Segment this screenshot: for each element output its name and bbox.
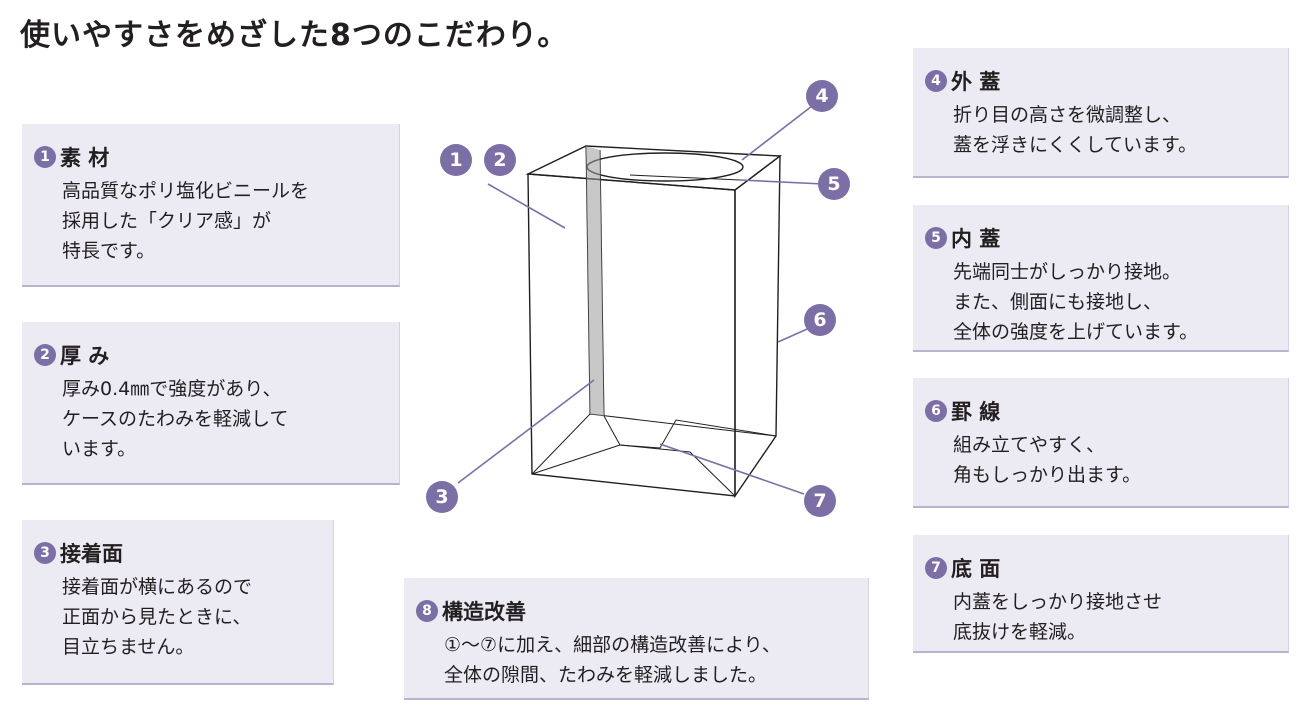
feature-description: 先端同士がしっかり接地。 また、側面にも接地し、 全体の強度を上げています。 xyxy=(953,261,1199,343)
side-face xyxy=(734,154,781,499)
case-outline xyxy=(525,145,782,499)
number-badge: 4 xyxy=(925,70,947,92)
feature-box-inner-lid: 5 内 蓋 先端同士がしっかり接地。 また、側面にも接地し、 全体の強度を上げて… xyxy=(913,205,1289,352)
front-face xyxy=(527,173,736,497)
feature-box-material: 1 素 材 高品質なポリ塩化ビニールを 採用した「クリア感」が 特長です。 xyxy=(22,124,400,287)
feature-heading: 厚 み xyxy=(60,344,110,368)
feature-description: 組み立てやすく、 角もしっかり出ます。 xyxy=(953,434,1142,486)
feature-heading: 底 面 xyxy=(951,557,1001,581)
feature-heading: 外 蓋 xyxy=(951,70,1001,94)
feature-description: 高品質なポリ塩化ビニールを 採用した「クリア感」が 特長です。 xyxy=(62,180,310,262)
feature-box-outer-lid: 4 外 蓋 折り目の高さを微調整し、 蓋を浮きにくくしています。 xyxy=(913,48,1289,178)
feature-heading: 罫 線 xyxy=(951,400,1001,424)
callout-6: 6 xyxy=(804,304,836,336)
feature-box-structure-improvement: 8 構造改善 ①～⑦に加え、細部の構造改善により、 全体の隙間、たわみを軽減しま… xyxy=(404,578,869,700)
callout-7: 7 xyxy=(804,485,836,517)
number-badge: 7 xyxy=(925,557,947,579)
callout-2: 2 xyxy=(484,144,516,176)
feature-description: 接着面が横にあるので 正面から見たときに、 目立ちません。 xyxy=(62,576,253,658)
feature-box-bottom: 7 底 面 内蓋をしっかり接地させ 底抜けを軽減。 xyxy=(913,535,1289,653)
callout-4: 4 xyxy=(806,80,838,112)
callout-3: 3 xyxy=(426,481,458,513)
feature-box-adhesive-surface: 3 接着面 接着面が横にあるので 正面から見たときに、 目立ちません。 xyxy=(22,520,334,685)
number-badge: 2 xyxy=(34,344,56,366)
bottom-flaps xyxy=(603,415,777,449)
number-badge: 6 xyxy=(925,400,947,422)
feature-heading: 内 蓋 xyxy=(951,227,1001,251)
feature-description: ①～⑦に加え、細部の構造改善により、 全体の隙間、たわみを軽減しました。 xyxy=(444,634,781,686)
glue-strip xyxy=(586,146,604,416)
feature-heading: 素 材 xyxy=(60,146,110,170)
feature-box-crease-lines: 6 罫 線 組み立てやすく、 角もしっかり出ます。 xyxy=(913,378,1289,508)
feature-heading: 接着面 xyxy=(60,542,123,566)
number-badge: 8 xyxy=(416,600,438,622)
feature-description: 厚み0.4㎜で強度があり、 ケースのたわみを軽減して います。 xyxy=(62,378,289,460)
feature-description: 折り目の高さを微調整し、 蓋を浮きにくくしています。 xyxy=(953,104,1198,156)
feature-box-thickness: 2 厚 み 厚み0.4㎜で強度があり、 ケースのたわみを軽減して います。 xyxy=(22,322,400,485)
callout-1: 1 xyxy=(440,144,472,176)
number-badge: 5 xyxy=(925,227,947,249)
callout-5: 5 xyxy=(818,168,850,200)
number-badge: 3 xyxy=(34,542,56,564)
number-badge: 1 xyxy=(34,146,56,168)
feature-description: 内蓋をしっかり接地させ 底抜けを軽減。 xyxy=(953,591,1163,643)
leader-lines xyxy=(457,105,824,495)
feature-heading: 構造改善 xyxy=(442,600,526,624)
page-title: 使いやすさをめざした8つのこだわり。 xyxy=(20,18,569,53)
